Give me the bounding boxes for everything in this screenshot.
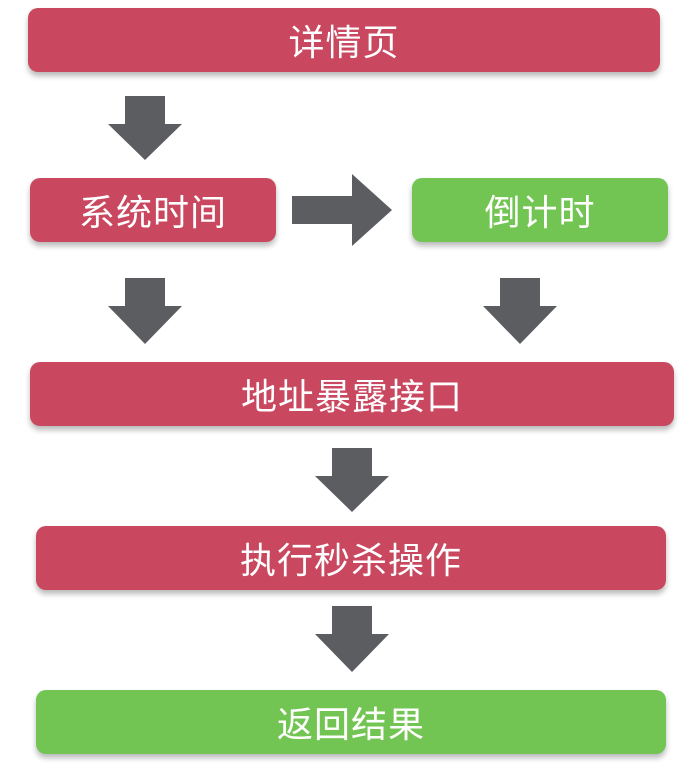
node-countdown-label: 倒计时 [484,193,596,234]
node-expose-address: 地址暴露接口 [30,362,674,426]
node-system-time: 系统时间 [30,178,276,242]
arrow-execute-to-result [315,606,389,672]
node-return-result: 返回结果 [36,690,666,754]
arrow-system-time-to-countdown [292,174,392,246]
arrow-detail-to-system-time [108,96,182,160]
node-execute-seckill: 执行秒杀操作 [36,526,666,590]
node-expose-address-label: 地址暴露接口 [240,377,463,418]
node-countdown: 倒计时 [412,178,668,242]
node-detail-page-label: 详情页 [288,23,400,64]
node-return-result-label: 返回结果 [276,705,425,746]
arrow-system-time-to-expose [108,278,182,344]
arrow-expose-to-execute [315,448,389,512]
node-system-time-label: 系统时间 [78,193,227,234]
arrow-countdown-to-expose [483,278,557,344]
node-detail-page: 详情页 [28,8,660,72]
node-execute-seckill-label: 执行秒杀操作 [239,541,462,582]
